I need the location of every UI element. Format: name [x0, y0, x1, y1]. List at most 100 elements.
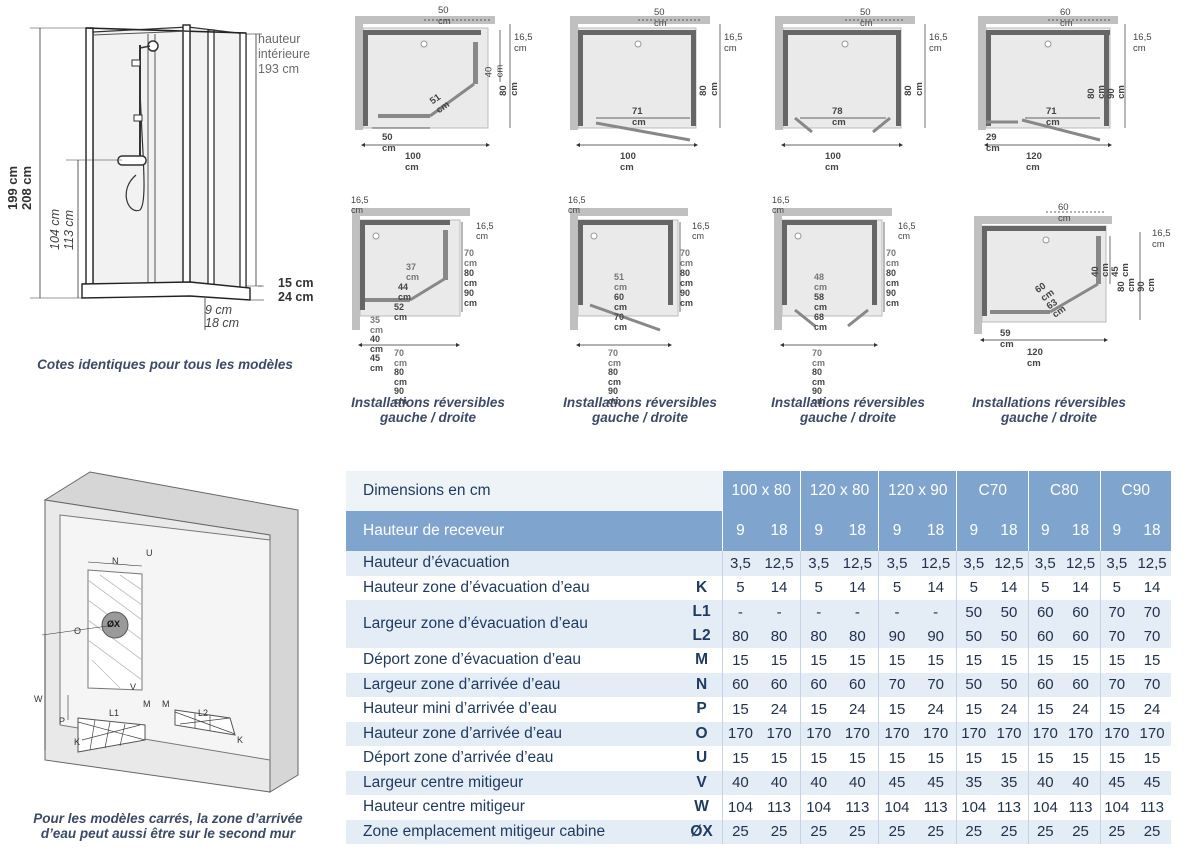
- cell-value: 60: [1061, 672, 1101, 697]
- cell-value: 3,5: [721, 551, 759, 576]
- cell-value: 170: [1099, 721, 1134, 746]
- cell-value: 15: [1099, 697, 1134, 722]
- cell-value: 14: [990, 575, 1029, 600]
- cell-value: 45: [878, 770, 915, 795]
- cell-value: 60: [1027, 600, 1062, 624]
- cell-value: 15: [956, 746, 991, 771]
- model-header: C80: [1028, 471, 1101, 511]
- cell-value: 170: [1061, 721, 1101, 746]
- cell-value: 113: [836, 795, 879, 820]
- cell-value: -: [836, 600, 879, 624]
- model-header: 100 x 80: [721, 471, 801, 511]
- row-code: U: [681, 746, 723, 771]
- cell-value: 12,5: [758, 551, 801, 576]
- receveur-value: 18: [914, 511, 957, 551]
- cell-value: 60: [836, 672, 879, 697]
- cell-value: 60: [1027, 672, 1062, 697]
- cell-value: 40: [721, 770, 759, 795]
- cell-value: 15: [721, 697, 759, 722]
- cell-value: 35: [956, 770, 991, 795]
- cell-value: 25: [956, 819, 991, 844]
- plan-corner-c-a: [352, 208, 470, 348]
- cell-value: 15: [990, 648, 1029, 673]
- cell-value: 80: [721, 624, 759, 648]
- cell-value: 15: [878, 746, 915, 771]
- cell-value: 24: [758, 697, 801, 722]
- cell-value: 12,5: [1061, 551, 1101, 576]
- cell-value: 104: [956, 795, 991, 820]
- cell-value: 113: [914, 795, 957, 820]
- cell-value: 40: [799, 770, 837, 795]
- row-code: K: [681, 575, 723, 600]
- row-label: Hauteur zone d’évacuation d’eau: [346, 575, 682, 600]
- cell-value: 24: [1061, 697, 1101, 722]
- cell-value: 5: [1027, 575, 1062, 600]
- cell-value: 15: [836, 746, 879, 771]
- cell-value: 25: [721, 819, 759, 844]
- row-label: Hauteur d’évacuation: [346, 551, 682, 576]
- cell-value: 5: [1099, 575, 1134, 600]
- cell-value: 50: [990, 672, 1029, 697]
- cell-value: 3,5: [1027, 551, 1062, 576]
- cell-value: 3,5: [956, 551, 991, 576]
- cell-value: 170: [1133, 721, 1171, 746]
- tray-low-label: 9 cm 18 cm: [205, 303, 240, 330]
- receveur-value: 9: [878, 511, 915, 551]
- cell-value: -: [878, 600, 915, 624]
- receveur-value: 18: [1061, 511, 1101, 551]
- cell-value: 50: [990, 624, 1029, 648]
- receveur-value: 9: [721, 511, 759, 551]
- cell-value: 14: [914, 575, 957, 600]
- cell-value: 70: [1133, 600, 1171, 624]
- cell-value: 60: [799, 672, 837, 697]
- cell-value: 15: [914, 648, 957, 673]
- cell-value: 170: [956, 721, 991, 746]
- plan-100x80-b: [570, 16, 721, 148]
- row-code: L1: [681, 600, 723, 624]
- cell-value: 113: [1133, 795, 1171, 820]
- cell-value: -: [721, 600, 759, 624]
- cell-value: 15: [990, 746, 1029, 771]
- row-code: O: [681, 721, 723, 746]
- cell-value: 15: [758, 746, 801, 771]
- row-label: Largeur centre mitigeur: [346, 770, 682, 795]
- cell-value: 70: [1099, 672, 1134, 697]
- plan-120x80: [978, 16, 1126, 148]
- row-code: W: [681, 795, 723, 820]
- row-label: Zone emplacement mitigeur cabine: [346, 819, 682, 844]
- row-code: V: [681, 770, 723, 795]
- cell-value: 104: [878, 795, 915, 820]
- cell-value: 60: [721, 672, 759, 697]
- cell-value: 170: [758, 721, 801, 746]
- cell-value: 35: [990, 770, 1029, 795]
- cell-value: 14: [758, 575, 801, 600]
- cell-value: 15: [956, 697, 991, 722]
- cell-value: 25: [836, 819, 879, 844]
- cell-value: -: [799, 600, 837, 624]
- cell-value: 170: [914, 721, 957, 746]
- cell-value: 80: [799, 624, 837, 648]
- cell-value: 45: [914, 770, 957, 795]
- cell-value: -: [914, 600, 957, 624]
- cell-value: 15: [799, 746, 837, 771]
- cell-value: 15: [1027, 746, 1062, 771]
- row-code: ØX: [681, 819, 723, 844]
- cell-value: 25: [1027, 819, 1062, 844]
- cell-value: 40: [758, 770, 801, 795]
- cell-value: 40: [1027, 770, 1062, 795]
- tray-height-label: 15 cm 24 cm: [278, 276, 314, 304]
- table-title: Dimensions en cm: [346, 471, 723, 511]
- cell-value: 15: [799, 697, 837, 722]
- cell-value: 15: [1027, 697, 1062, 722]
- cell-value: 45: [1133, 770, 1171, 795]
- cell-value: 60: [1061, 624, 1101, 648]
